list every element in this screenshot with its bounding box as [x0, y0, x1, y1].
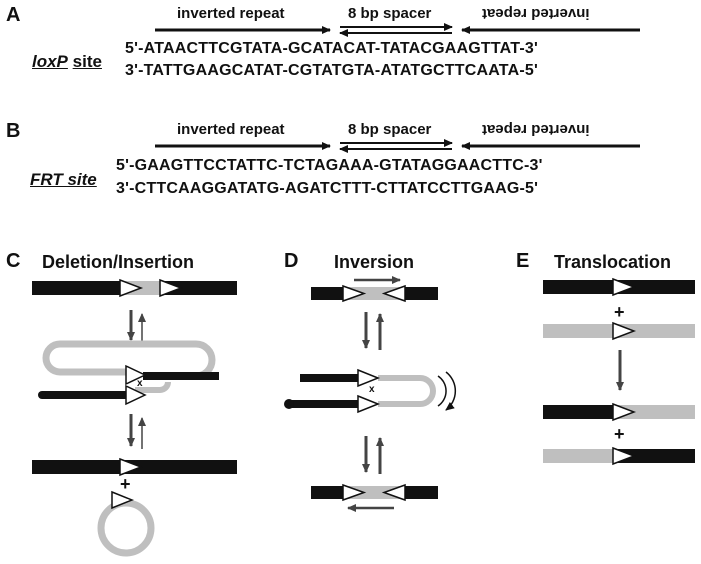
- site-triangle-upper: [357, 368, 381, 388]
- excised-circle: [97, 499, 155, 557]
- site-triangle-2: [159, 278, 184, 298]
- dna-black-right: [405, 287, 438, 300]
- product1-grey: [613, 405, 695, 419]
- rotation-arrow-outer: [445, 371, 457, 411]
- excision-loop: [42, 340, 216, 380]
- site-triangle-3: [612, 402, 637, 422]
- loxp-site-label: loxP site: [32, 52, 102, 72]
- chrom1-black: [543, 280, 613, 294]
- site-triangle-product: [119, 457, 144, 477]
- panel-a-header-mid: 8 bp spacer: [348, 5, 432, 22]
- panel-a-header-left: inverted repeat: [177, 5, 285, 22]
- frt-site-label: FRT site: [30, 170, 97, 190]
- panel-c-title: Deletion/Insertion: [42, 252, 195, 272]
- site-triangle-2: [381, 284, 406, 303]
- loxp-seq-bottom: 3'-TATTGAAGCATAT-CGTATGTA-ATATGCTTCAATA-…: [125, 62, 538, 79]
- panel-e-diagram: [543, 277, 695, 466]
- panel-e-letter: E: [516, 250, 530, 272]
- panel-e-plus-2: +: [614, 424, 625, 444]
- frt-site-name: FRT site: [30, 170, 97, 189]
- site-triangle-1: [612, 277, 637, 297]
- site-triangle-4: [381, 483, 406, 502]
- dna-black-left-2: [311, 486, 343, 499]
- site-triangle-3: [342, 483, 367, 502]
- dna-end-cap: [284, 399, 294, 409]
- dna-grey-middle: [343, 287, 405, 300]
- site-triangle-circle: [111, 490, 135, 510]
- dna-black-right: [162, 281, 237, 295]
- panel-e-plus-1: +: [614, 302, 625, 322]
- site-triangle-lower: [357, 394, 381, 414]
- inversion-loop: [378, 375, 436, 407]
- product1-black: [543, 405, 613, 419]
- dna-black-lower: [289, 400, 358, 408]
- loxp-site-word: site: [72, 52, 102, 71]
- dna-black-lower: [42, 391, 127, 399]
- dna-black-left: [311, 287, 343, 300]
- panel-b-letter: B: [6, 120, 21, 142]
- dna-black-left: [32, 281, 120, 295]
- dna-black-right-2: [405, 486, 438, 499]
- panel-d-title: Inversion: [334, 252, 415, 272]
- frt-seq-bottom: 3'-CTTCAAGGATATG-AGATCTTT-CTTATCCTTGAAG-…: [116, 180, 539, 197]
- panel-a-arrows: [155, 23, 640, 37]
- panel-c-plus: +: [120, 474, 131, 494]
- product2-grey: [543, 449, 613, 463]
- loxp-site-name: loxP: [32, 52, 68, 71]
- site-triangle-1: [119, 278, 144, 298]
- panel-b-arrows: [155, 139, 640, 153]
- site-triangle-1: [342, 284, 367, 303]
- panel-a-letter: A: [6, 4, 21, 26]
- panel-e-title: Translocation: [554, 252, 672, 272]
- loxp-seq-top: 5'-ATAACTTCGTATA-GCATACAT-TATACGAAGTTAT-…: [125, 40, 538, 57]
- dna-black-upper: [300, 374, 358, 382]
- panel-c-crossover-x: x: [137, 378, 143, 389]
- frt-seq-top: 5'-GAAGTTCCTATTC-TCTAGAAA-GTATAGGAACTTC-…: [116, 157, 543, 174]
- panel-b-header-left: inverted repeat: [177, 121, 285, 138]
- panel-d-letter: D: [284, 250, 299, 272]
- site-triangle-lower: [125, 384, 147, 406]
- site-triangle-2: [612, 321, 637, 341]
- site-triangle-upper: [125, 364, 147, 386]
- site-triangle-4: [612, 446, 637, 466]
- dna-grey-middle-2: [343, 486, 405, 499]
- panel-d-diagram: [284, 276, 457, 512]
- rotation-arrow-inner: [437, 375, 447, 407]
- panel-b-header-mid: 8 bp spacer: [348, 121, 432, 138]
- dna-black-upper: [143, 372, 219, 380]
- panel-c-letter: C: [6, 250, 21, 272]
- panel-c-diagram: [32, 278, 237, 557]
- product2-black: [613, 449, 695, 463]
- dna-end-cap: [38, 391, 46, 399]
- chrom1-black-right: [613, 280, 695, 294]
- excision-loop-inner: [135, 381, 171, 393]
- panel-d-crossover-x: x: [369, 384, 375, 395]
